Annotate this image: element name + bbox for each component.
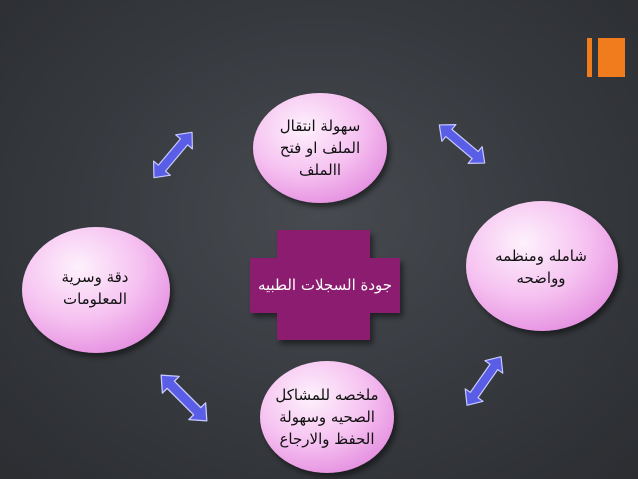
- node-top-line-3: االملف: [298, 161, 342, 179]
- node-right-text: شامله ومنظمه وواضحه: [476, 245, 606, 289]
- node-right-line-1: شامله ومنظمه: [495, 247, 587, 265]
- node-top-text: سهولة انتقال الملف او فتح االملف: [262, 108, 378, 188]
- node-circle-bottom: [260, 361, 394, 473]
- node-left-text: دقة وسرية المعلومات: [40, 265, 150, 311]
- node-left-line-1: دقة وسرية: [61, 268, 129, 286]
- double-arrow-icon: [457, 349, 511, 413]
- double-arrow-icon: [144, 124, 202, 186]
- node-bottom-line-1: ملخصه للمشاكل: [275, 386, 379, 404]
- node-circle-left: [22, 227, 170, 353]
- double-arrow-icon: [431, 115, 493, 173]
- accent-bar-thin: [587, 38, 592, 77]
- double-arrow-icon: [152, 366, 216, 430]
- center-label: جودة السجلات الطبيه: [257, 276, 393, 294]
- node-left-line-2: المعلومات: [62, 290, 128, 308]
- node-circle-top: [253, 93, 387, 203]
- node-bottom-line-2: الصحيه وسهولة: [279, 408, 375, 426]
- node-top-line-1: سهولة انتقال: [279, 117, 361, 135]
- accent-bar-thick: [598, 38, 625, 77]
- node-right-line-2: وواضحه: [516, 269, 566, 287]
- center-plus-shape: [250, 230, 400, 340]
- node-top-line-2: الملف او فتح: [279, 139, 361, 157]
- node-circle-right: [466, 201, 618, 331]
- node-bottom-line-3: الحفظ والارجاع: [279, 430, 375, 448]
- node-bottom-text: ملخصه للمشاكل الصحيه وسهولة الحفظ والارج…: [265, 378, 389, 456]
